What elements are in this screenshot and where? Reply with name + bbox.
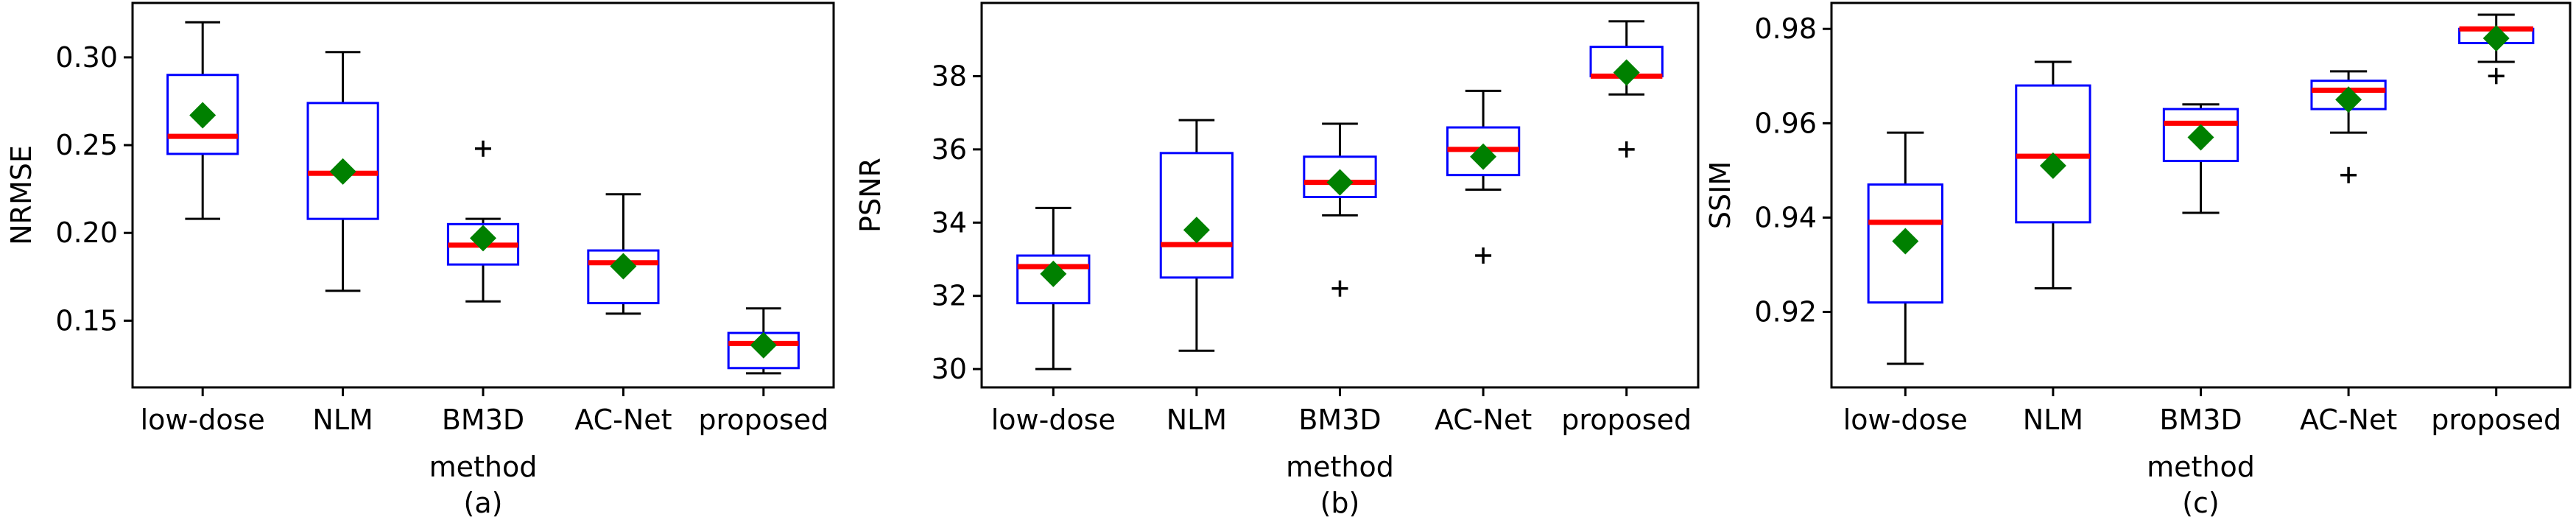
mean-marker [2187, 124, 2214, 151]
x-tick-label: NLM [2023, 404, 2083, 436]
y-tick-label: 0.25 [55, 129, 118, 161]
mean-marker [1470, 143, 1497, 170]
x-tick-label: BM3D [442, 404, 524, 436]
y-tick-label: 38 [932, 60, 967, 92]
axes-frame [1830, 1, 2572, 389]
mean-marker [1613, 59, 1640, 86]
x-tick-label: BM3D [1298, 404, 1381, 436]
panel-label: (c) [2182, 487, 2220, 517]
mean-marker [470, 225, 496, 252]
y-tick-label: 0.20 [55, 217, 118, 249]
mean-marker [2335, 86, 2362, 113]
box [587, 249, 660, 305]
panel-label: (b) [1320, 487, 1360, 517]
y-tick-label: 0.98 [1754, 13, 1817, 45]
x-tick-label: low-dose [1843, 404, 1968, 436]
y-tick-label: 34 [932, 206, 967, 239]
mean-marker [329, 158, 356, 185]
mean-marker [1183, 217, 1210, 244]
y-tick-label: 36 [932, 133, 967, 166]
y-tick-label: 30 [932, 353, 967, 385]
box [1303, 155, 1377, 198]
y-axis-label: NRMSE [5, 145, 38, 245]
box [1159, 152, 1234, 279]
x-tick-label: proposed [1561, 404, 1692, 436]
x-tick-label: NLM [312, 404, 373, 436]
y-axis-label: PSNR [854, 158, 887, 233]
mean-marker [1040, 260, 1067, 287]
y-tick-label: 0.92 [1754, 296, 1817, 328]
y-tick-label: 0.15 [55, 304, 118, 337]
y-axis-label: SSIM [1704, 161, 1736, 229]
box [166, 74, 239, 155]
y-tick-label: 32 [932, 280, 967, 312]
x-tick-label: AC-Net [574, 404, 672, 436]
axes-frame [980, 1, 1700, 389]
x-tick-label: NLM [1166, 404, 1227, 436]
x-tick-label: proposed [2431, 404, 2561, 436]
x-axis-label: method [429, 451, 538, 483]
x-tick-label: proposed [698, 404, 828, 436]
panel-label: (a) [464, 487, 503, 517]
mean-marker [2482, 25, 2510, 52]
x-tick-label: AC-Net [1435, 404, 1532, 436]
box [306, 102, 379, 220]
mean-marker [189, 102, 217, 129]
mean-marker [750, 331, 777, 359]
box [2162, 108, 2239, 163]
y-tick-label: 0.30 [55, 41, 118, 74]
x-tick-label: low-dose [991, 404, 1116, 436]
mean-marker [610, 253, 637, 280]
mean-marker [2039, 152, 2066, 179]
y-tick-label: 0.96 [1754, 107, 1817, 139]
box [1016, 254, 1091, 305]
x-tick-label: low-dose [141, 404, 265, 436]
box [1867, 183, 1943, 304]
axes-frame [131, 1, 835, 389]
x-axis-label: method [1286, 451, 1394, 483]
mean-marker [1892, 228, 1919, 255]
mean-marker [1326, 169, 1354, 196]
y-tick-label: 0.94 [1754, 201, 1817, 233]
x-axis-label: method [2147, 451, 2255, 483]
x-tick-label: BM3D [2159, 404, 2242, 436]
x-tick-label: AC-Net [2300, 404, 2397, 436]
